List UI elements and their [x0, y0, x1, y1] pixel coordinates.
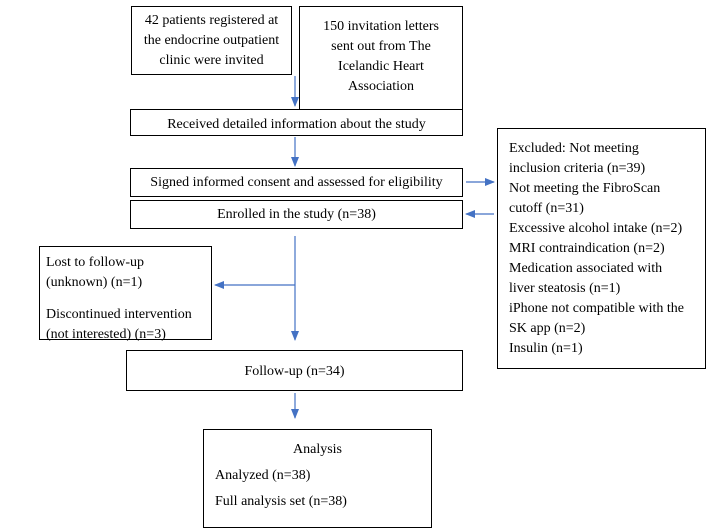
excluded-line-2: inclusion criteria (n=39): [509, 161, 646, 176]
lost-line-2: (unknown) (n=1): [46, 275, 143, 290]
excluded-line-3: Not meeting the FibroScan: [509, 181, 661, 196]
discontinued-line-1: Discontinued intervention: [46, 307, 192, 322]
lost-line-1: Lost to follow-up: [46, 255, 144, 270]
lost-followup-box: Lost to follow-up (unknown) (n=1) Discon…: [39, 246, 212, 342]
analysis-analyzed: Analyzed (n=38): [215, 468, 311, 483]
followup-text: Follow-up (n=34): [244, 364, 345, 379]
enrolled-text: Enrolled in the study (n=38): [217, 207, 376, 222]
excluded-line-1: Excluded: Not meeting: [509, 141, 639, 156]
invitations-line-3: Icelandic Heart: [338, 59, 424, 74]
registered-line-2: the endocrine outpatient: [143, 33, 280, 48]
excluded-line-11: Insulin (n=1): [509, 341, 583, 356]
registered-line-3: clinic were invited: [159, 53, 264, 68]
excluded-line-7: Medication associated with: [509, 261, 663, 276]
received-info-box: Received detailed information about the …: [130, 109, 463, 136]
enrolled-box: Enrolled in the study (n=38): [130, 200, 463, 229]
excluded-box: Excluded: Not meeting inclusion criteria…: [497, 128, 706, 369]
excluded-line-9: iPhone not compatible with the: [509, 301, 684, 316]
excluded-line-8: liver steatosis (n=1): [509, 281, 621, 296]
consent-box: Signed informed consent and assessed for…: [130, 168, 463, 197]
invitations-line-2: sent out from The: [331, 39, 431, 54]
analysis-box: Analysis Analyzed (n=38) Full analysis s…: [203, 429, 432, 528]
analysis-title: Analysis: [293, 442, 342, 457]
excluded-line-4: cutoff (n=31): [509, 201, 584, 216]
excluded-line-6: MRI contraindication (n=2): [509, 241, 665, 256]
invitations-line-1: 150 invitation letters: [323, 19, 439, 34]
registered-line-1: 42 patients registered at: [144, 13, 279, 28]
registered-patients-box: 42 patients registered at the endocrine …: [131, 6, 292, 75]
invitation-letters-box: 150 invitation letters sent out from The…: [299, 6, 463, 110]
excluded-line-10: SK app (n=2): [509, 321, 586, 336]
consent-text: Signed informed consent and assessed for…: [150, 175, 443, 190]
invitations-line-4: Association: [347, 79, 415, 94]
excluded-line-5: Excessive alcohol intake (n=2): [509, 221, 683, 236]
discontinued-line-2: (not interested) (n=3): [46, 327, 166, 342]
analysis-full-set: Full analysis set (n=38): [215, 494, 347, 509]
followup-box: Follow-up (n=34): [126, 350, 463, 391]
received-info-text: Received detailed information about the …: [167, 117, 426, 132]
